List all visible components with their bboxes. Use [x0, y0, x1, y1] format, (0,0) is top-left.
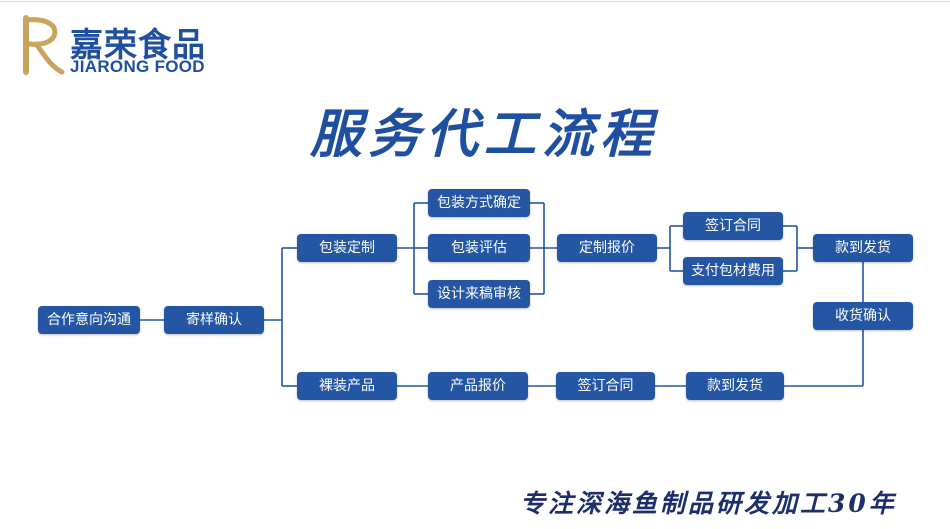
node-intent: 合作意向沟通: [38, 306, 140, 334]
node-custom-pack: 包装定制: [297, 234, 397, 262]
page-title: 服务代工流程: [310, 104, 659, 165]
node-bare-product: 裸装产品: [297, 372, 397, 400]
top-divider: [0, 1, 950, 2]
slogan: 专注深海鱼制品研发加工30年: [520, 489, 897, 518]
brand-name-en: JIARONG FOOD: [70, 57, 205, 76]
node-pack-method: 包装方式确定: [428, 189, 530, 217]
node-pay-material: 支付包材费用: [683, 257, 783, 285]
logo-r-icon: [23, 15, 65, 75]
node-sign-contract-1: 签订合同: [683, 212, 783, 240]
node-receipt-confirm: 收货确认: [813, 302, 913, 330]
node-pack-eval: 包装评估: [428, 234, 530, 262]
node-pay-ship-2: 款到发货: [686, 372, 784, 400]
node-pay-ship-1: 款到发货: [813, 234, 913, 262]
node-sample-confirm: 寄样确认: [164, 306, 264, 334]
node-product-quote: 产品报价: [428, 372, 528, 400]
brand-name-cn: 嘉荣食品: [70, 25, 206, 64]
node-sign-contract-2: 签订合同: [556, 372, 655, 400]
node-custom-quote: 定制报价: [557, 234, 657, 262]
node-design-review: 设计来稿审核: [428, 280, 530, 308]
